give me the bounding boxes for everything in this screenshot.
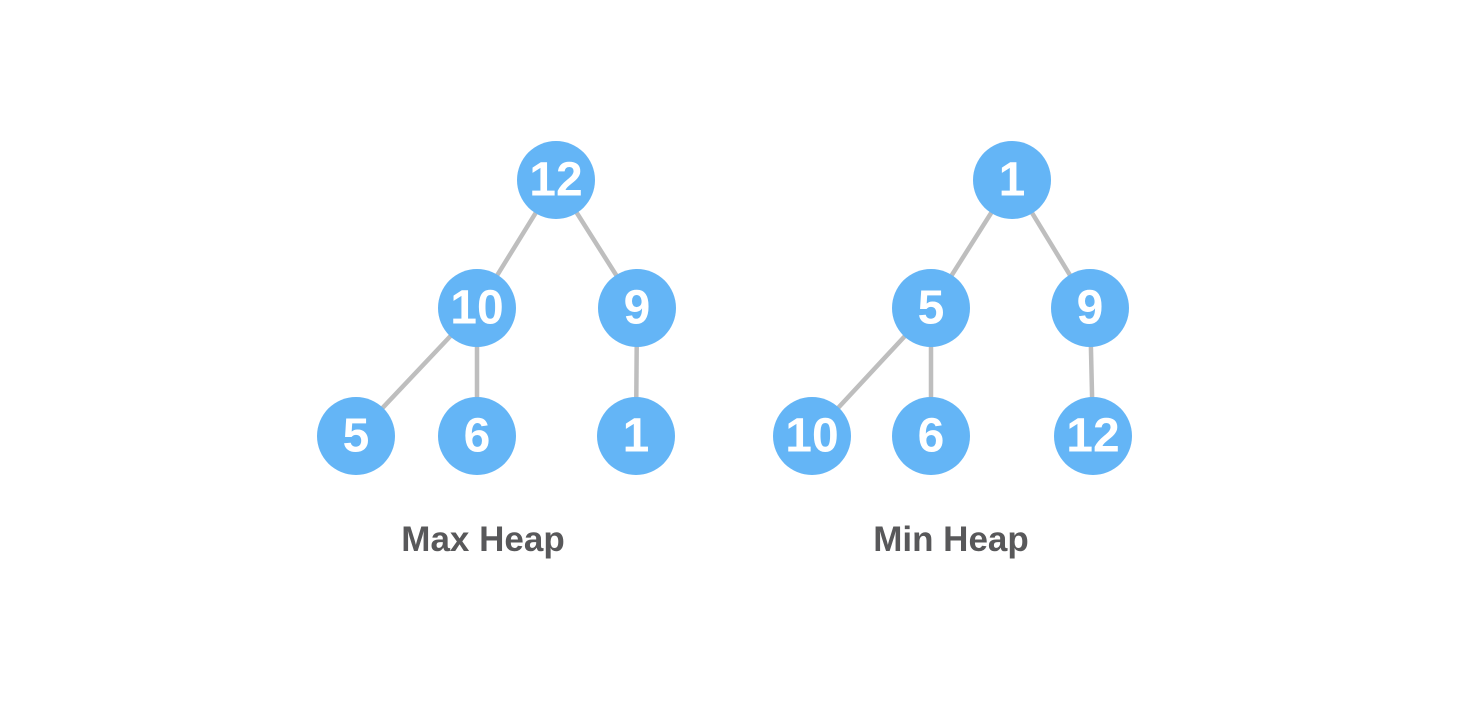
tree-node: 12 [517, 141, 595, 219]
node-value: 10 [785, 410, 838, 463]
max-heap-label: Max Heap [401, 520, 564, 559]
node-circle [438, 397, 516, 475]
tree-node: 6 [438, 397, 516, 475]
node-circle [973, 141, 1051, 219]
node-value: 6 [918, 410, 945, 463]
tree-node: 10 [438, 269, 516, 347]
node-value: 9 [1077, 282, 1104, 335]
tree-node: 5 [892, 269, 970, 347]
node-circle [317, 397, 395, 475]
tree-node: 6 [892, 397, 970, 475]
node-circle [773, 397, 851, 475]
min-heap-tree: 1 5 9 10 6 [773, 141, 1132, 559]
node-value: 10 [450, 282, 503, 335]
node-value: 5 [918, 282, 945, 335]
node-value: 5 [343, 410, 370, 463]
node-circle [892, 397, 970, 475]
node-value: 1 [623, 410, 650, 463]
min-heap-label: Min Heap [873, 520, 1029, 559]
node-value: 6 [464, 410, 491, 463]
tree-node: 9 [1051, 269, 1129, 347]
tree-node: 10 [773, 397, 851, 475]
node-value: 1 [999, 154, 1026, 207]
node-circle [892, 269, 970, 347]
node-circle [438, 269, 516, 347]
tree-node: 12 [1054, 397, 1132, 475]
max-heap-nodes: 12 10 9 5 6 [317, 141, 676, 475]
tree-node: 9 [598, 269, 676, 347]
tree-node: 1 [597, 397, 675, 475]
node-circle [597, 397, 675, 475]
node-value: 12 [1066, 410, 1119, 463]
tree-node: 1 [973, 141, 1051, 219]
node-circle [1051, 269, 1129, 347]
node-value: 12 [529, 154, 582, 207]
max-heap-tree: 12 10 9 5 6 [317, 141, 676, 559]
node-circle [1054, 397, 1132, 475]
node-circle [598, 269, 676, 347]
min-heap-nodes: 1 5 9 10 6 [773, 141, 1132, 475]
tree-node: 5 [317, 397, 395, 475]
node-value: 9 [624, 282, 651, 335]
node-circle [517, 141, 595, 219]
